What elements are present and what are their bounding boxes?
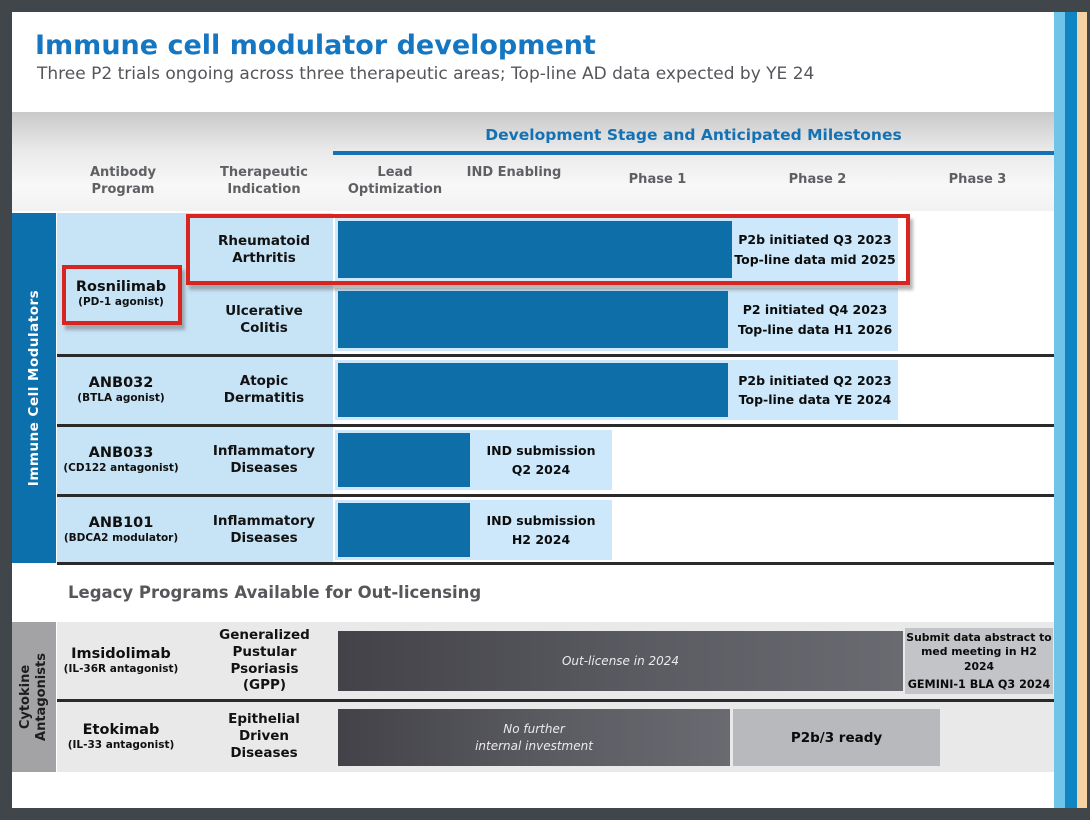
dev-bar-anb033 — [338, 433, 470, 487]
column-header-phase-3: Phase 3 — [948, 172, 1007, 187]
program-cell-rosnilimab: Rosnilimab (PD-1 agonist) — [60, 237, 182, 349]
legacy-bar-label-line-2: internal investment — [475, 738, 593, 753]
program-cell-etokimab: Etokimab (IL-33 antagonist) — [60, 701, 182, 772]
cytokine-section-sidebar: Cytokine Antagonists — [12, 622, 56, 772]
milestone-line-2: Top-line data YE 2024 — [738, 392, 892, 407]
milestone-label-row-5: IND submission H2 2024 — [470, 500, 612, 560]
page-title: Immune cell modulator development — [35, 30, 596, 61]
row-separator — [57, 494, 1054, 497]
deck-edge-stripe-blue — [1065, 12, 1077, 808]
column-header-phase-1: Phase 1 — [628, 172, 687, 187]
highlight-box-rosnilimab — [62, 265, 182, 325]
legacy-section-heading: Legacy Programs Available for Out-licens… — [68, 583, 482, 602]
milestone-line-1: IND submission — [486, 512, 596, 528]
column-header-therapeutic-indication: Therapeutic Indication — [220, 165, 308, 197]
legacy-bar-label-line-1: Out-license in 2024 — [561, 653, 680, 668]
indication-label: Epithelial Driven Diseases — [228, 711, 300, 761]
milestone-label-row-2: P2 initiated Q4 2023 Top-line data H1 20… — [732, 288, 898, 351]
column-header-lead-optimization: Lead Optimization — [347, 165, 443, 197]
dev-bar-anb101 — [338, 503, 470, 557]
indication-cell-gpp: Generalized Pustular Psoriasis (GPP) — [212, 622, 317, 699]
milestone-line-1: P2b initiated Q3 2023 — [738, 232, 892, 248]
milestone-line-1: Submit data abstract to med meeting in H… — [906, 631, 1052, 673]
column-header-phase-2: Phase 2 — [788, 172, 847, 187]
row-separator — [57, 562, 1054, 565]
milestone-line-2: Q2 2024 — [511, 462, 571, 477]
milestone-line-1: P2 initiated Q4 2023 — [742, 302, 888, 318]
legacy-bar-imsidolimab: Out-license in 2024 — [338, 631, 903, 691]
dev-bar-rosnilimab-ra — [338, 221, 732, 278]
program-cell-anb033: ANB033 (CD122 antagonist) — [60, 426, 182, 493]
row-separator — [57, 354, 1054, 357]
milestone-line-1: IND submission — [486, 442, 596, 458]
column-header-antibody-program: Antibody Program — [89, 165, 156, 197]
cytokine-sidebar-line-2: Antagonists — [34, 653, 49, 741]
immune-section-sidebar: Immune Cell Modulators — [12, 213, 56, 563]
program-name: ANB032 — [88, 375, 154, 391]
legacy-milestone-box-etokimab: P2b/3 ready — [733, 709, 940, 766]
table-header-band — [12, 112, 1054, 211]
indication-cell-inflammatory-2: Inflammatory Diseases — [199, 500, 329, 560]
milestone-line-2: Top-line data mid 2025 — [734, 251, 896, 267]
indication-cell-rheumatoid-arthritis: Rheumatoid Arthritis — [209, 218, 319, 281]
row-separator — [57, 424, 1054, 427]
milestone-line-1: P2b initiated Q2 2023 — [738, 372, 892, 388]
group-cell-anb033 — [57, 426, 333, 494]
indication-label: Ulcerative Colitis — [225, 302, 303, 336]
cytokine-sidebar-line-1: Cytokine — [17, 664, 33, 730]
program-name: Etokimab — [82, 722, 160, 738]
program-name: Imsidolimab — [71, 646, 171, 662]
legacy-milestone-box-imsidolimab: Submit data abstract to med meeting in H… — [905, 628, 1053, 694]
indication-cell-atopic-dermatitis: Atopic Dermatitis — [209, 360, 319, 420]
group-cell-anb101 — [57, 496, 333, 562]
column-header-ind-enabling: IND Enabling — [466, 165, 562, 180]
cytokine-sidebar-label: Cytokine Antagonists — [18, 637, 51, 757]
milestone-line-1: P2b/3 ready — [790, 729, 883, 746]
program-cell-imsidolimab: Imsidolimab (IL-36R antagonist) — [60, 622, 182, 699]
program-subtitle: (IL-36R antagonist) — [63, 663, 179, 675]
dev-bar-rosnilimab-uc — [338, 291, 728, 348]
indication-cell-inflammatory-1: Inflammatory Diseases — [199, 430, 329, 490]
indication-cell-epithelial: Epithelial Driven Diseases — [219, 701, 309, 772]
stage-milestones-header: Development Stage and Anticipated Milest… — [485, 126, 902, 144]
milestone-label-row-3: P2b initiated Q2 2023 Top-line data YE 2… — [732, 360, 898, 420]
program-subtitle: (BTLA agonist) — [77, 392, 165, 404]
program-cell-anb101: ANB101 (BDCA2 modulator) — [60, 496, 182, 562]
milestone-line-2: Top-line data H1 2026 — [737, 321, 893, 337]
milestone-line-2: H2 2024 — [511, 532, 571, 547]
indication-label: Inflammatory Diseases — [212, 443, 316, 476]
indication-label: Rheumatoid Arthritis — [218, 232, 310, 266]
page-subtitle: Three P2 trials ongoing across three the… — [37, 64, 815, 84]
legacy-bar-etokimab: No further internal investment — [338, 709, 730, 766]
milestone-line-2: GEMINI-1 BLA Q3 2024 — [907, 677, 1051, 691]
program-subtitle: (PD-1 agonist) — [78, 295, 164, 308]
program-name: ANB033 — [88, 445, 154, 461]
milestone-label-row-4: IND submission Q2 2024 — [470, 430, 612, 490]
group-cell-anb032 — [57, 356, 333, 424]
deck-edge-stripe-tan — [1077, 12, 1087, 808]
indication-label: Inflammatory Diseases — [212, 513, 316, 546]
program-cell-anb032: ANB032 (BTLA agonist) — [60, 356, 182, 423]
program-subtitle: (BDCA2 modulator) — [63, 531, 179, 544]
legacy-bar-label-line-1: No further — [503, 722, 565, 737]
immune-sidebar-label: Immune Cell Modulators — [26, 289, 42, 487]
indication-cell-ulcerative-colitis: Ulcerative Colitis — [209, 288, 319, 351]
highlight-box-ra-row — [186, 214, 910, 285]
indication-label: Generalized Pustular Psoriasis (GPP) — [219, 626, 310, 694]
program-name: Rosnilimab — [75, 278, 167, 295]
program-subtitle: (CD122 antagonist) — [63, 462, 179, 474]
program-name: ANB101 — [88, 514, 154, 531]
row-separator — [57, 699, 1054, 702]
indication-label: Atopic Dermatitis — [223, 373, 305, 406]
stage-header-underline — [333, 151, 1054, 155]
dev-bar-anb032-ad — [338, 363, 728, 417]
deck-edge-stripe-lightblue — [1054, 12, 1065, 808]
program-subtitle: (IL-33 antagonist) — [67, 739, 175, 751]
milestone-label-row-1: P2b initiated Q3 2023 Top-line data mid … — [732, 218, 898, 281]
